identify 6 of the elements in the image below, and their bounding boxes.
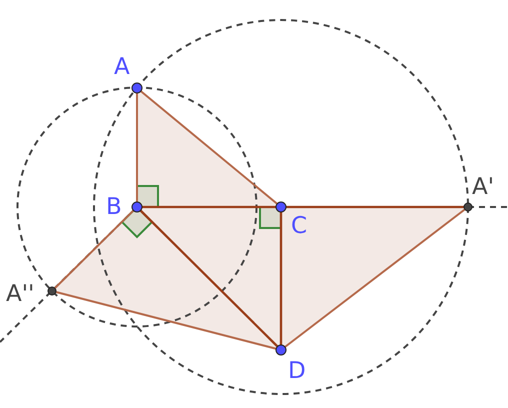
point-label: A — [114, 56, 130, 79]
point-label: C — [291, 215, 308, 238]
point-label: D — [288, 360, 306, 383]
point-label: A' — [472, 176, 494, 199]
point-label: A'' — [6, 283, 34, 306]
point-label: B — [106, 196, 122, 219]
